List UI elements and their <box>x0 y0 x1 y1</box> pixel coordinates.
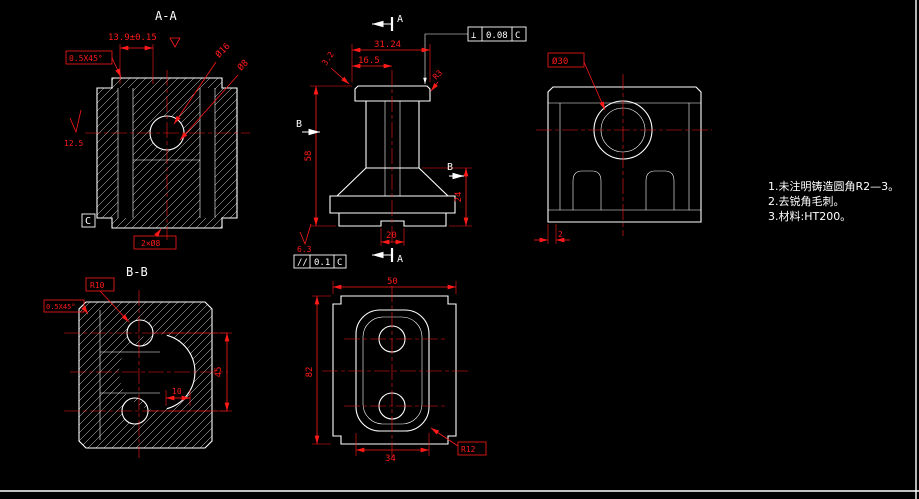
section-b-label-left: B <box>296 119 302 130</box>
bb-dim-height-label: 45 <box>214 367 224 378</box>
aa-datum-label: C <box>85 216 91 227</box>
fcf-par-tol: 0.1 <box>314 258 330 268</box>
view-section-aa: A-A 13.9±0.15 0.5X45° Ø16 Ø8 12.5 2×Ø8 C <box>64 9 251 250</box>
bottom-radius-box <box>457 441 487 456</box>
bb-centerlines <box>64 290 228 458</box>
aa-hole-leader <box>179 74 239 141</box>
aa-roughness-label: 12.5 <box>64 139 83 148</box>
fcf-perpendicularity: ⊥ 0.08 C <box>423 26 527 84</box>
bb-radius-label: R10 <box>90 281 105 290</box>
aa-dim-width-ext <box>119 44 154 84</box>
bottom-radius-label: R12 <box>461 445 476 454</box>
bottom-centerlines <box>322 286 468 458</box>
front-base <box>329 195 456 214</box>
section-aa-title: A-A <box>155 9 177 23</box>
side-outline <box>547 86 702 223</box>
note-line-2: 2.去锐角毛刺。 <box>768 194 845 208</box>
bb-chamfer-leader <box>81 305 89 315</box>
front-dim-top2-label: 16.5 <box>358 56 380 66</box>
side-dim-edge-label: 2 <box>558 230 563 239</box>
aa-slots <box>117 88 216 218</box>
fcf-par-datum: C <box>337 258 342 268</box>
front-roughness-label: 6.3 <box>297 245 312 254</box>
aa-roughness-symbol-left <box>69 109 82 134</box>
bb-dim-edge-label: 10 <box>172 387 182 396</box>
side-slot-left <box>572 170 602 210</box>
front-fillet-leader <box>430 81 439 92</box>
aa-holes-label: 2×Ø8 <box>141 238 160 248</box>
fcf-par-dividers <box>309 255 335 268</box>
section-b-label-right: B <box>447 162 453 173</box>
aa-outline <box>96 77 238 229</box>
side-slot-right <box>645 170 675 210</box>
technical-notes: 1.未注明铸造圆角R2—3。 2.去锐角毛刺。 3.材料:HT200。 <box>768 179 899 223</box>
front-top-block <box>354 85 431 102</box>
section-a-label-top: A <box>397 14 403 25</box>
aa-hole-dia-label: Ø8 <box>235 58 250 73</box>
aa-roughness-symbol-top <box>169 37 181 48</box>
view-side: Ø30 2 <box>534 52 712 244</box>
bottom-dim-width-label: 50 <box>387 277 398 287</box>
view-front: A A ⊥ 0.08 C 31.24 16.5 58 <box>293 14 527 269</box>
fcf-perp-datum: C <box>515 31 520 41</box>
fcf-perp-leader <box>424 33 468 82</box>
aa-bore-dia-label: Ø16 <box>213 41 232 60</box>
side-dim-edge-ext <box>547 224 557 244</box>
front-roughness-symbol <box>299 223 312 246</box>
aa-bore-leader <box>173 61 217 125</box>
front-dim-height-label: 58 <box>304 151 314 162</box>
aa-datum-box <box>81 213 96 228</box>
front-column <box>365 101 420 169</box>
side-bore-label: Ø30 <box>552 56 568 67</box>
front-dim-bottom-label: 20 <box>386 231 397 241</box>
bb-inner-lines <box>99 310 160 440</box>
fcf-parallelism: // 0.1 C <box>293 254 347 269</box>
bb-outline <box>78 301 213 449</box>
side-bore-leader <box>583 61 606 111</box>
aa-chamfer-box <box>65 50 113 65</box>
front-dim-right-label: 24 <box>454 192 464 203</box>
bb-radius-leader <box>99 290 130 323</box>
fcf-par-symbol: // <box>297 258 308 268</box>
front-subbase <box>338 212 447 227</box>
front-roughness-top-label: 3.2 <box>320 50 336 67</box>
section-a-label-bottom: A <box>397 254 403 265</box>
aa-holes-leader <box>154 228 162 238</box>
note-line-3: 3.材料:HT200。 <box>768 209 851 223</box>
bottom-outline <box>332 295 457 445</box>
front-roughness-top-leader <box>330 67 350 85</box>
bb-hatch-fill <box>79 302 212 448</box>
bb-chamfer-label: 0.5X45° <box>46 303 76 311</box>
side-inner-lines <box>548 102 701 211</box>
aa-chamfer-label: 0.5X45° <box>69 54 103 63</box>
front-dim-top-label: 31.24 <box>374 40 401 50</box>
fcf-perp-tol: 0.08 <box>486 31 508 41</box>
view-section-bb: B-B R10 0.5X45° 45 10 <box>43 265 232 458</box>
note-line-1: 1.未注明铸造圆角R2—3。 <box>768 179 899 193</box>
front-bore-lines <box>384 101 401 196</box>
bottom-dim-slot-label: 34 <box>385 454 396 464</box>
bottom-dim-height-label: 82 <box>305 367 315 378</box>
view-bottom: 50 82 34 R12 <box>305 277 487 464</box>
aa-chamfer-leader <box>111 57 122 78</box>
aa-centerlines <box>85 70 250 240</box>
side-bore-box <box>547 52 585 68</box>
front-flare <box>336 167 449 197</box>
fcf-perp-dividers <box>481 27 513 41</box>
front-dim-right-ext <box>422 167 472 227</box>
fcf-perp-symbol: ⊥ <box>471 31 477 41</box>
bottom-racetrack-inner <box>362 316 423 425</box>
aa-dim-width-label: 13.9±0.15 <box>108 33 157 43</box>
side-centerlines <box>536 74 712 236</box>
bb-dim-height-ext <box>150 332 232 412</box>
fcf-par-frame <box>293 254 347 269</box>
bottom-radius-leader <box>430 427 459 447</box>
section-bb-title: B-B <box>126 265 148 279</box>
bottom-racetrack-outer <box>355 309 430 432</box>
front-fillet-label: R3 <box>431 68 444 81</box>
